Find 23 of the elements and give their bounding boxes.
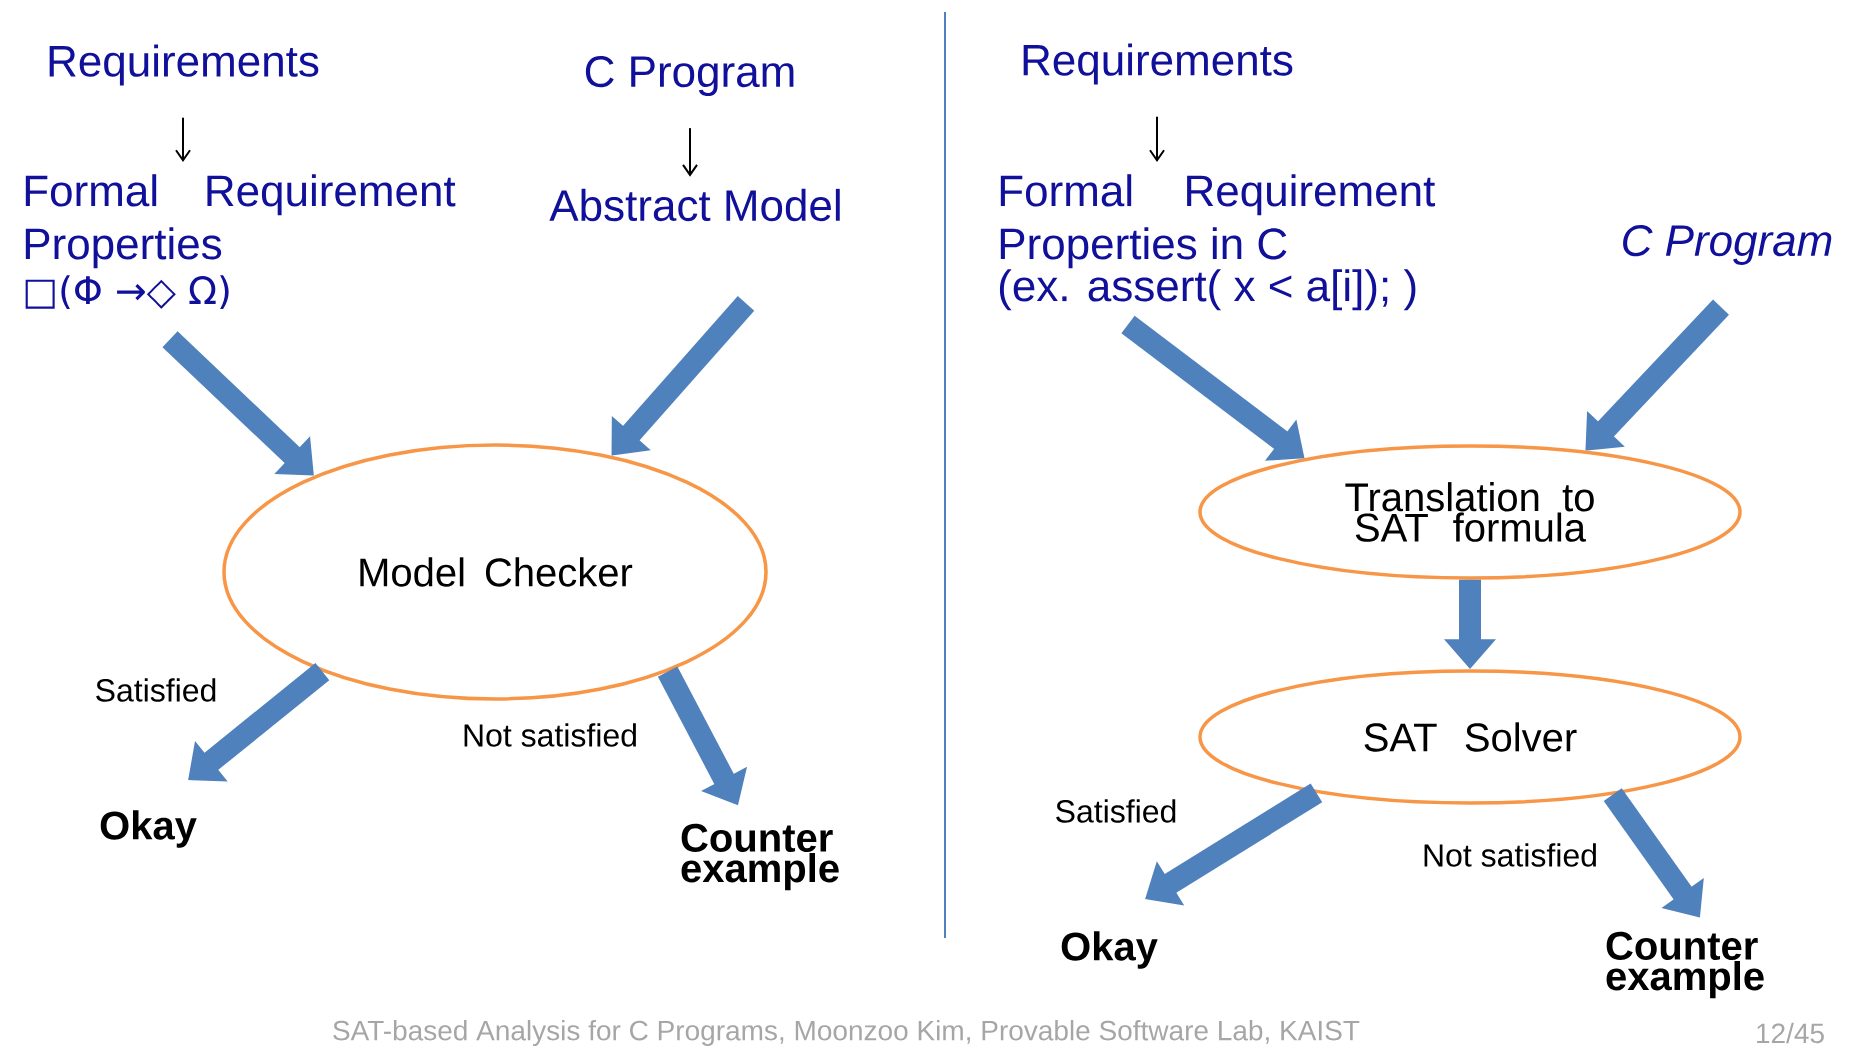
result-label: Okay: [100, 810, 197, 848]
properties-text: Formal Requirement Properties □(Φ →◇ Ω): [25, 174, 456, 310]
requirements-label: Requirements: [49, 44, 319, 86]
page-number: 12/45: [1757, 1022, 1824, 1044]
arrow: [682, 127, 698, 177]
arrow: [1149, 115, 1165, 162]
result-label: Counter example: [681, 823, 839, 891]
arrow: [175, 116, 191, 162]
properties-text: Formal Requirement Properties in C (ex. assert( x < a[i]); ): [999, 174, 1436, 311]
edge-label: Not satisfied: [1419, 841, 1601, 869]
result-label: Counter example: [1606, 931, 1764, 999]
edge-label: Not satisfied: [459, 721, 641, 749]
requirements-label: Requirements: [1023, 43, 1293, 85]
block-arrow: [162, 331, 314, 476]
edge-label: Satisfied: [1052, 797, 1180, 825]
edge-label: Satisfied: [92, 676, 220, 704]
footer-text: SAT-based Analysis for C Programs, Moonzoo Kim, Provable Software Lab, KAIST: [333, 1019, 1360, 1047]
result-label: Okay: [1061, 931, 1158, 969]
program-label: C Program: [585, 56, 794, 96]
block-arrow: [1585, 299, 1729, 451]
model-label: Abstract Model: [549, 188, 840, 222]
program-label: C Program: [1623, 225, 1832, 265]
block-arrow: [188, 663, 330, 782]
